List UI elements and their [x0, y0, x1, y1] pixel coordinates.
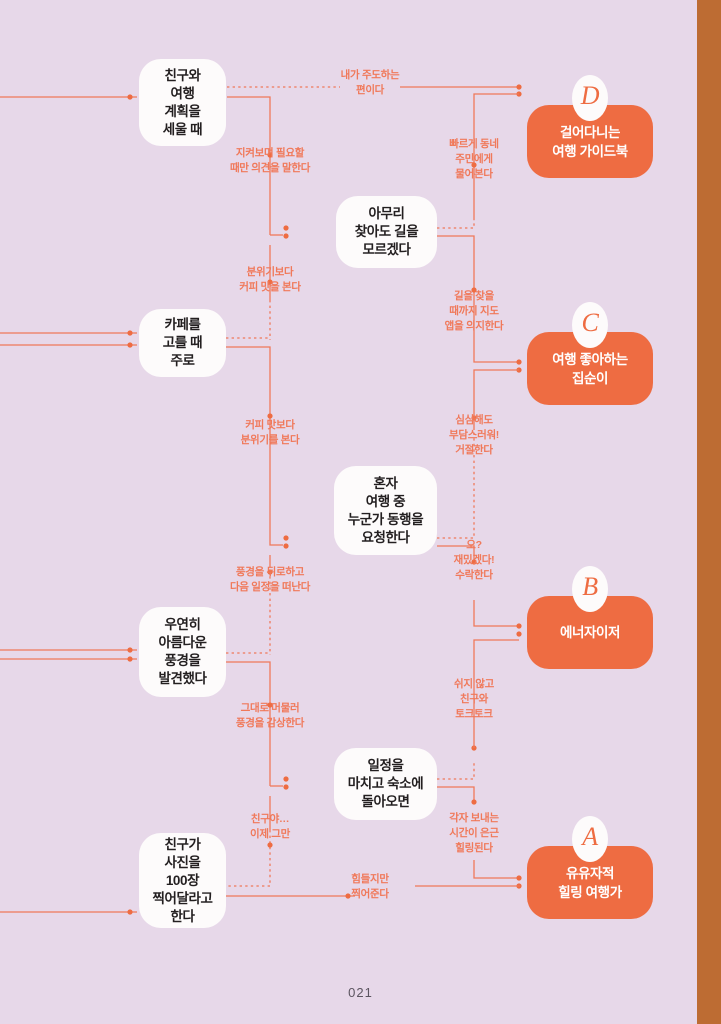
- badge-letter-d: D: [572, 75, 608, 121]
- edge-label-2: 지켜보며 필요할 때만 의견을 말한다: [229, 147, 311, 174]
- edge-label-14: 힘들지만 찍어준다: [351, 873, 389, 900]
- result-node-b[interactable]: B 에너자이저: [527, 566, 653, 669]
- edge-label-12: 친구야… 이제 그만: [249, 813, 291, 840]
- question-node-5[interactable]: 우연히 아름다운 풍경을 발견했다: [139, 607, 226, 697]
- edge-label-5: 길을 찾을 때까지 지도 앱을 의지한다: [444, 290, 504, 332]
- edge-label-3: 빠르게 동네 주민에게 물어본다: [449, 138, 499, 180]
- edge-label-13: 각자 보내는 시간이 은근 힐링된다: [449, 812, 499, 854]
- result-label-c: 여행 좋아하는 집순이: [552, 351, 628, 386]
- question-node-6[interactable]: 일정을 마치고 숙소에 돌아오면: [334, 748, 437, 820]
- result-node-a[interactable]: A 유유자적 힐링 여행가: [527, 816, 653, 919]
- badge-letter-b: B: [572, 566, 608, 612]
- edge-label-6: 커피 맛보다 분위기를 본다: [240, 419, 300, 446]
- badge-letter-a: A: [572, 816, 608, 862]
- side-band: [697, 0, 721, 1024]
- page-number: 021: [348, 985, 373, 1000]
- question-node-3[interactable]: 카페를 고를 때 주로: [139, 309, 226, 377]
- question-node-4[interactable]: 혼자 여행 중 누군가 동행을 요청한다: [334, 466, 437, 555]
- result-node-d[interactable]: D 걸어다니는 여행 가이드북: [527, 75, 653, 178]
- edge-label-8: 풍경을 뒤로하고 다음 일정을 떠난다: [229, 566, 311, 593]
- question-node-7[interactable]: 친구가 사진을 100장 찍어달라고 한다: [139, 833, 226, 928]
- result-label-b: 에너자이저: [559, 625, 621, 640]
- badge-letter-c: C: [572, 302, 608, 348]
- edge-label-11: 쉬지 않고 친구와 토크토크: [453, 678, 495, 720]
- edge-label-9: 오? 재밌겠다! 수락한다: [453, 539, 495, 581]
- edge-label-4: 분위기보다 커피 맛을 본다: [239, 266, 301, 293]
- result-label-d: 걸어다니는 여행 가이드북: [552, 124, 628, 159]
- result-node-c[interactable]: C 여행 좋아하는 집순이: [527, 302, 653, 405]
- edge-label-10: 그대로 머물러 풍경을 감상한다: [235, 702, 305, 729]
- question-node-2[interactable]: 아무리 찾아도 길을 모르겠다: [336, 196, 437, 268]
- edge-label-1: 내가 주도하는 편이다: [340, 69, 400, 96]
- result-label-a: 유유자적 힐링 여행가: [558, 865, 622, 900]
- question-node-1[interactable]: 친구와 여행 계획을 세울 때: [139, 59, 226, 146]
- edge-label-7: 심심해도 부담스러워! 거절한다: [449, 414, 499, 456]
